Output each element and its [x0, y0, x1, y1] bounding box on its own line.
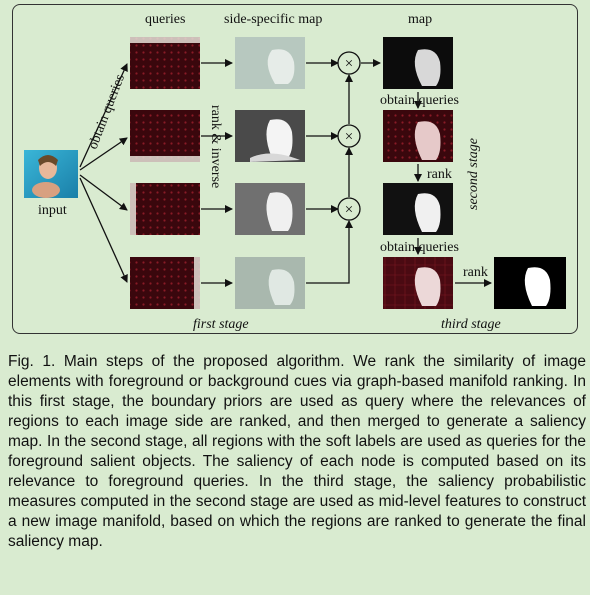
arrow-to-query-2	[79, 137, 128, 171]
side-map-bottom	[235, 110, 305, 162]
arrow-to-query-1	[79, 63, 128, 168]
rank-label: rank	[427, 167, 452, 182]
query-image-right	[130, 257, 200, 309]
queries-label: queries	[145, 12, 185, 27]
svg-text:×: ×	[345, 129, 353, 145]
arrow-to-query-3	[79, 174, 128, 211]
map-label: map	[408, 12, 432, 27]
arrow-to-query-4	[79, 177, 128, 283]
side-specific-map-label: side-specific map	[224, 12, 322, 27]
rank-inverse-label: rank & inverse	[208, 105, 223, 188]
multiply-node-3: ×	[337, 197, 361, 221]
multiply-node-2: ×	[337, 124, 361, 148]
query-image-bottom	[130, 110, 200, 162]
obtain-queries-label-2: obtain queries	[380, 240, 459, 255]
figure-panel	[12, 4, 578, 334]
figure-caption: Fig. 1. Main steps of the proposed algor…	[8, 353, 586, 550]
first-stage-label: first stage	[193, 317, 249, 332]
svg-text:×: ×	[345, 202, 353, 218]
side-map-right	[235, 257, 305, 309]
side-map-top	[235, 37, 305, 89]
query-image-top	[130, 37, 200, 89]
query-image-left	[130, 183, 200, 235]
input-label: input	[38, 203, 67, 218]
saliency-map-stage2	[383, 183, 453, 235]
side-map-left	[235, 183, 305, 235]
saliency-map-stage1	[383, 37, 453, 89]
third-stage-label: third stage	[441, 317, 501, 332]
multiply-node-1: ×	[337, 51, 361, 75]
second-stage-label: second stage	[466, 138, 481, 210]
final-saliency-map	[494, 257, 566, 309]
obtain-queries-label-1: obtain queries	[380, 93, 459, 108]
algorithm-diagram: queries side-specific map map input obta…	[24, 12, 566, 332]
rank-final-label: rank	[463, 265, 488, 280]
input-image	[24, 150, 78, 198]
query-image-stage2	[383, 110, 453, 162]
query-image-stage3	[383, 257, 453, 309]
svg-text:×: ×	[345, 56, 353, 72]
